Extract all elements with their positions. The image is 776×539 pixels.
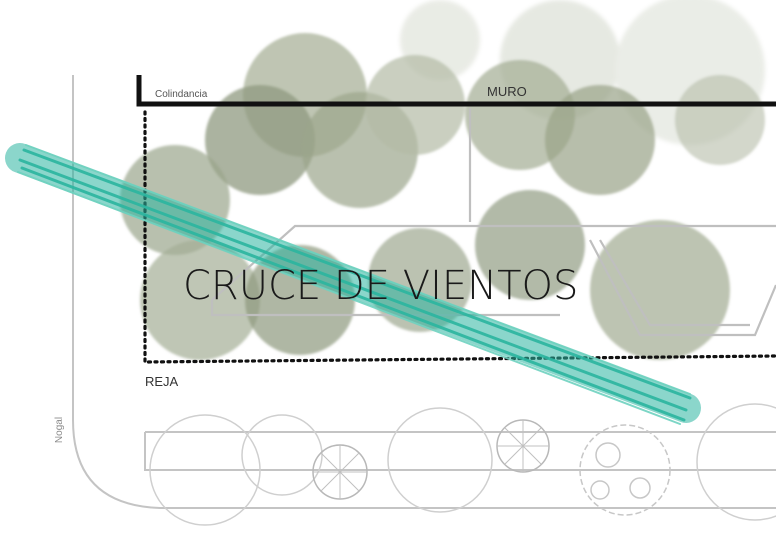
diagram-title: CRUCE DE VIENTOS [183, 263, 578, 309]
street-tree-leafy [579, 424, 671, 516]
boundary-label: Colindancia [155, 89, 208, 100]
fence-label: REJA [145, 374, 179, 389]
street-trees [149, 403, 776, 526]
street-label: Nogal [54, 417, 65, 443]
street-tree [696, 403, 776, 521]
street-outline [72, 75, 776, 509]
wall-label: MURO [487, 84, 527, 99]
street-tree [149, 414, 261, 526]
street-tree-spokes [313, 420, 549, 499]
wind-flow-band [5, 143, 701, 425]
street-tree [387, 407, 493, 513]
street-tree [241, 414, 323, 496]
wall-line [136, 75, 776, 107]
